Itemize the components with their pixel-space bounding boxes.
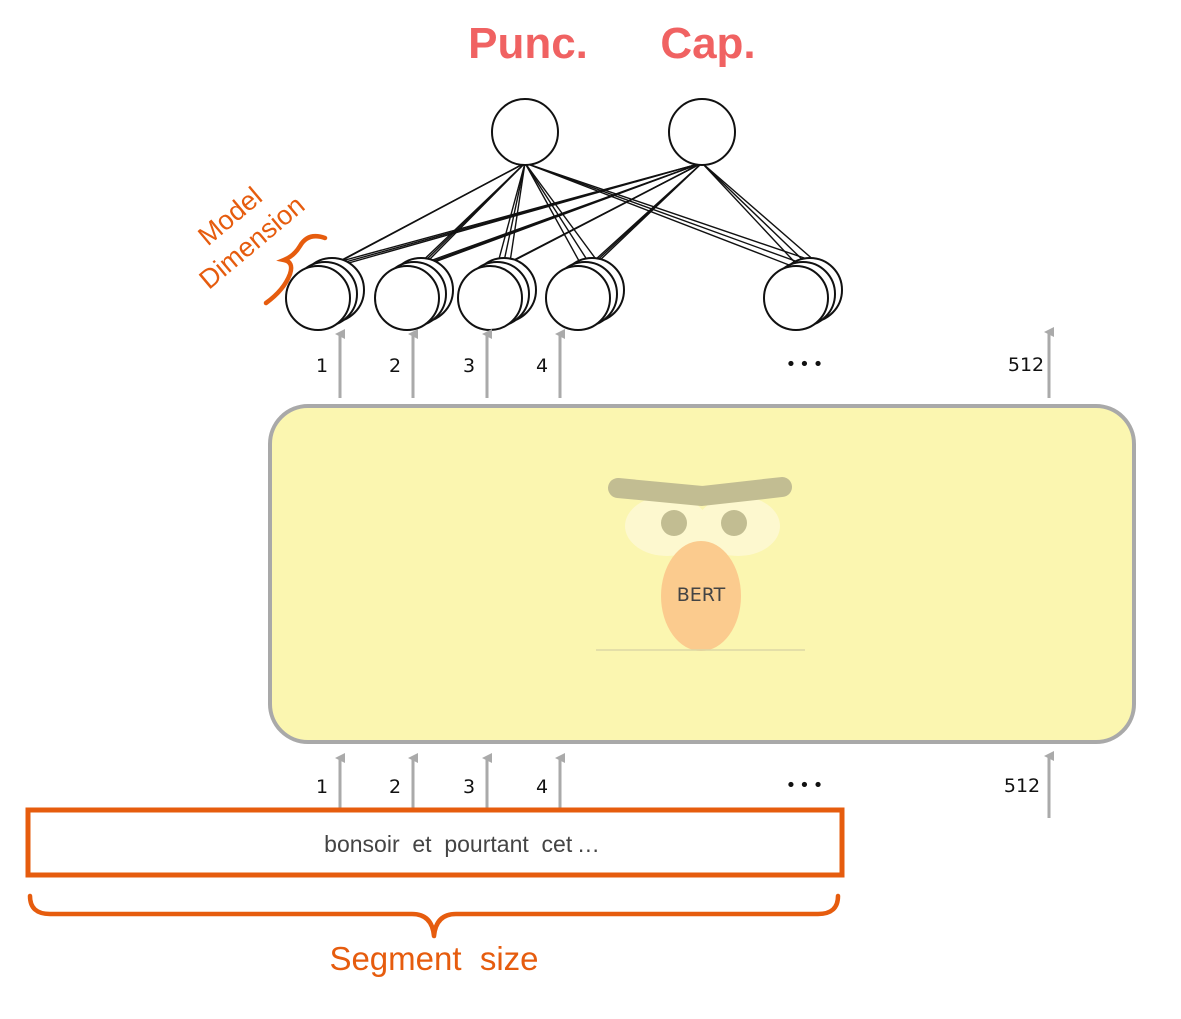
connection-line xyxy=(701,162,803,271)
connection-line xyxy=(495,162,526,271)
connection-line xyxy=(495,162,703,271)
connection-line xyxy=(524,162,585,271)
input-segment-text: bonsoir et pourtant cet … xyxy=(324,831,600,857)
connection-line xyxy=(509,162,526,263)
connection-line xyxy=(524,162,599,263)
token-node-stack xyxy=(545,257,625,331)
token-node-stacks xyxy=(285,257,843,331)
bert-face-logo xyxy=(596,477,805,651)
connection-line xyxy=(524,162,592,267)
bert-nose xyxy=(661,541,741,651)
bottom-position-label: 3 xyxy=(463,776,475,798)
top-last-position: 512 xyxy=(1008,354,1044,376)
token-node-stack xyxy=(763,257,843,331)
bottom-position-label: 4 xyxy=(536,776,548,798)
top-position-label: 1 xyxy=(316,355,328,377)
token-node xyxy=(285,265,351,331)
top-arrows: 1 2 3 4 xyxy=(316,329,565,398)
connection-line xyxy=(701,162,817,263)
segment-size-brace xyxy=(27,893,841,939)
connection-line xyxy=(524,162,810,267)
token-node-stack xyxy=(285,257,365,331)
connection-line xyxy=(701,162,810,267)
connection-lines xyxy=(323,162,817,271)
connection-line xyxy=(583,162,703,271)
top-position-label: 4 xyxy=(536,355,548,377)
connection-line xyxy=(323,162,526,271)
top-position-label: 3 xyxy=(463,355,475,377)
punc-label: Punc. xyxy=(468,19,588,68)
input-segment-box xyxy=(25,807,845,878)
connection-line xyxy=(412,162,526,271)
token-node xyxy=(374,265,440,331)
token-node xyxy=(545,265,611,331)
cap-head-node xyxy=(668,98,736,166)
top-position-label: 2 xyxy=(389,355,401,377)
connection-line xyxy=(524,162,817,263)
connection-line xyxy=(502,162,526,267)
bottom-ellipsis: ••• xyxy=(786,775,827,796)
bottom-position-label: 2 xyxy=(389,776,401,798)
top-ellipsis: ••• xyxy=(786,354,827,375)
punc-head-node xyxy=(491,98,559,166)
cap-label: Cap. xyxy=(660,19,755,68)
token-node xyxy=(763,265,829,331)
token-node-stack xyxy=(374,257,454,331)
bert-right-pupil xyxy=(721,510,747,536)
connection-line xyxy=(412,162,703,271)
token-node-stack xyxy=(457,257,537,331)
token-node xyxy=(457,265,523,331)
segment-size-label: Segment size xyxy=(329,940,538,977)
bert-left-pupil xyxy=(661,510,687,536)
bottom-last-position: 512 xyxy=(1004,775,1040,797)
connection-line xyxy=(524,162,803,271)
bert-label: BERT xyxy=(677,584,726,606)
bottom-position-label: 1 xyxy=(316,776,328,798)
model-dimension-brace xyxy=(263,234,328,306)
bert-eyebrow xyxy=(608,477,792,506)
